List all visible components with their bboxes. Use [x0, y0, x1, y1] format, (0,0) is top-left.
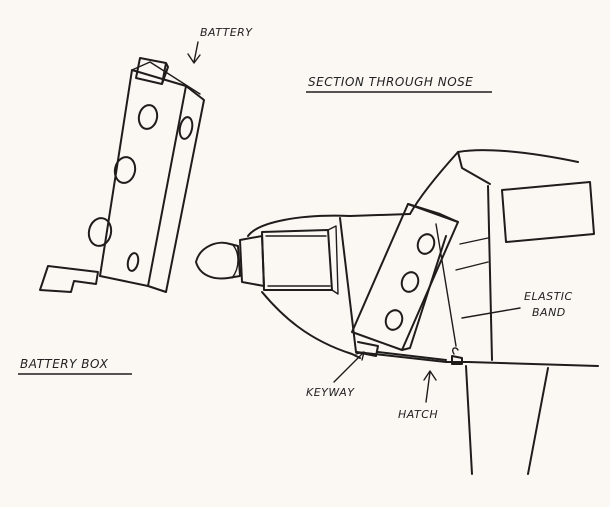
keyway-arrow	[333, 351, 365, 383]
battery-side-cell-1	[178, 116, 194, 140]
hatch-arrow	[423, 370, 437, 403]
battery-box-drawing	[39, 57, 205, 293]
cowl-bottom	[261, 291, 361, 359]
battery-label: BATTERY	[200, 26, 253, 39]
battery-cell-1	[137, 104, 159, 130]
nose-keyway	[355, 341, 379, 357]
hatch	[377, 351, 447, 361]
nose-battery-cell-3	[384, 309, 404, 331]
prop-hub	[239, 235, 265, 287]
fuselage-frame	[487, 185, 493, 361]
battery-arrow	[187, 41, 201, 64]
cabin-window	[501, 181, 595, 243]
nose-battery-box	[351, 203, 459, 351]
nose-battery-cell-1	[416, 233, 436, 255]
section-title: SECTION THROUGH NOSE	[308, 75, 473, 89]
spinner	[195, 241, 241, 280]
battery-side-cell-2	[126, 252, 140, 272]
elastic-label-line1: ELASTIC	[524, 290, 573, 303]
cowl-top	[247, 213, 411, 237]
floor-line	[355, 351, 599, 367]
nose-section-drawing	[195, 149, 599, 475]
hatch-label: HATCH	[398, 408, 438, 421]
battery-cell-3	[87, 217, 113, 247]
motor	[261, 229, 333, 291]
lower-fuselage	[465, 365, 549, 475]
battery-cell-2	[113, 156, 137, 184]
elastic-label-line2: BAND	[532, 306, 566, 319]
fuselage-upper	[409, 149, 579, 215]
nose-battery-cell-2	[400, 271, 420, 293]
battery-box-keyway-tab	[39, 265, 99, 293]
battery-box-side	[147, 85, 205, 293]
battery-box-label: BATTERY BOX	[20, 357, 109, 371]
keyway-label: KEYWAY	[306, 386, 355, 399]
hatch-latch	[451, 355, 463, 365]
elastic-band	[435, 223, 457, 347]
elastic-band-leader	[461, 307, 521, 319]
